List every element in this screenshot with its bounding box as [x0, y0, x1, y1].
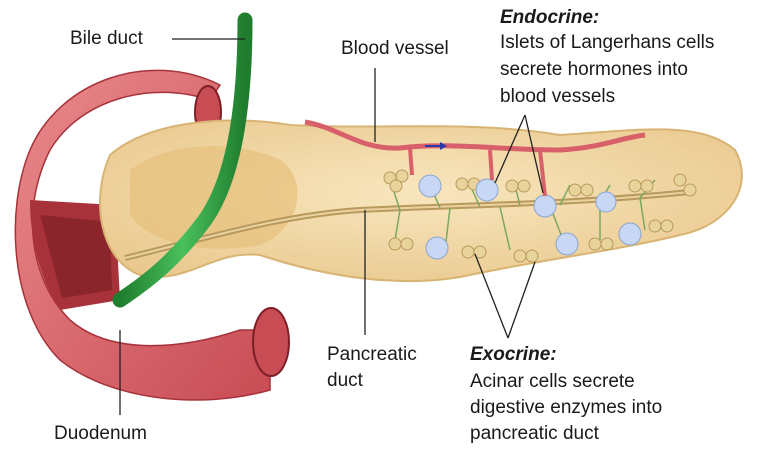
label-endocrine-line-3: blood vessels — [500, 85, 615, 109]
label-pancreatic-duct-line-2: duct — [327, 369, 363, 393]
label-bile-duct: Bile duct — [70, 27, 143, 51]
label-endocrine-line-1: Islets of Langerhans cells — [500, 31, 714, 55]
duodenum-opening-bottom — [253, 308, 289, 376]
label-exocrine-line-2: digestive enzymes into — [470, 396, 662, 420]
label-exocrine-line-1: Acinar cells secrete — [470, 370, 635, 394]
label-pancreatic-duct-line-1: Pancreatic — [327, 343, 417, 367]
label-exocrine-line-3: pancreatic duct — [470, 422, 599, 446]
label-endocrine-line-2: secrete hormones into — [500, 58, 688, 82]
label-duodenum: Duodenum — [54, 422, 147, 446]
label-endocrine-heading: Endocrine: — [500, 6, 599, 30]
label-blood-vessel: Blood vessel — [341, 37, 449, 61]
label-exocrine-heading: Exocrine: — [470, 343, 557, 367]
